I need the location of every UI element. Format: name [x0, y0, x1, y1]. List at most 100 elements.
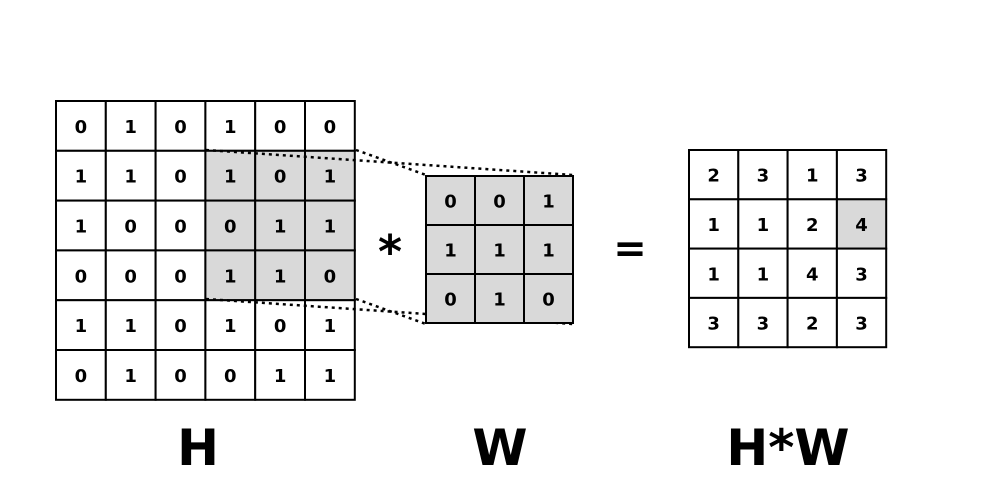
- input-cell-1-1: [104, 149, 157, 202]
- output-value-2-2: 4: [806, 264, 819, 285]
- input-cell-3-2: [154, 249, 207, 302]
- input-value-1-3: 1: [224, 167, 237, 188]
- input-value-4-0: 1: [75, 316, 88, 337]
- kernel-cell-2-2: [523, 273, 574, 324]
- input-cell-5-5: [304, 349, 356, 401]
- output-cell-2-3: [835, 247, 888, 299]
- kernel-matrix-label: W: [472, 419, 527, 477]
- kernel-cell-2-0: [425, 273, 476, 324]
- input-cell-3-0: [55, 249, 107, 302]
- output-value-1-3: 4: [855, 215, 868, 236]
- projection-line-top-inner: [355, 148, 427, 177]
- input-cell-2-4: [254, 199, 306, 252]
- input-value-5-5: 1: [324, 366, 337, 387]
- output-value-2-0: 1: [707, 264, 720, 285]
- input-value-1-0: 1: [75, 167, 88, 188]
- kernel-value-1-1: 1: [493, 241, 506, 262]
- output-cell-3-3: [835, 296, 888, 349]
- kernel-value-0-2: 1: [542, 192, 555, 213]
- output-value-3-2: 2: [806, 314, 819, 335]
- input-value-4-1: 1: [124, 316, 137, 337]
- input-value-1-5: 1: [324, 167, 337, 188]
- input-value-0-2: 0: [174, 117, 187, 138]
- convolution-operator: *: [378, 225, 402, 279]
- kernel-value-2-2: 0: [542, 290, 555, 311]
- input-value-1-2: 0: [174, 167, 187, 188]
- output-cell-1-1: [737, 198, 789, 250]
- input-cell-3-1: [104, 249, 157, 302]
- kernel-value-2-1: 1: [493, 290, 506, 311]
- output-cell-0-0: [688, 149, 740, 201]
- input-value-2-1: 0: [124, 217, 137, 238]
- output-value-0-1: 3: [757, 166, 770, 187]
- projection-line-bottom-inner: [355, 297, 427, 326]
- input-value-5-1: 1: [124, 366, 137, 387]
- output-value-3-1: 3: [757, 314, 770, 335]
- output-value-3-3: 3: [855, 314, 868, 335]
- input-value-3-0: 0: [75, 266, 88, 287]
- input-value-2-3: 0: [224, 217, 237, 238]
- kernel-value-1-2: 1: [542, 241, 555, 262]
- output-value-3-0: 3: [707, 314, 720, 335]
- input-value-4-2: 0: [174, 316, 187, 337]
- output-cell-2-1: [737, 247, 789, 299]
- input-cell-4-4: [254, 299, 306, 352]
- input-cell-3-5: [304, 249, 356, 302]
- output-value-0-0: 2: [707, 166, 720, 187]
- input-cell-1-3: [204, 149, 257, 202]
- output-cell-3-0: [688, 296, 740, 349]
- input-value-2-5: 1: [324, 217, 337, 238]
- input-value-3-2: 0: [174, 266, 187, 287]
- input-cell-5-0: [55, 349, 107, 401]
- input-matrix-label: H: [177, 419, 219, 477]
- output-value-0-2: 1: [806, 166, 819, 187]
- input-cell-3-4: [254, 249, 306, 302]
- input-cell-4-2: [154, 299, 207, 352]
- output-value-1-1: 1: [757, 215, 770, 236]
- input-value-2-4: 1: [274, 217, 287, 238]
- input-value-0-0: 0: [75, 117, 88, 138]
- input-value-3-1: 0: [124, 266, 137, 287]
- input-value-4-4: 0: [274, 316, 287, 337]
- output-cell-2-0: [688, 247, 740, 299]
- input-cell-2-3: [204, 199, 257, 252]
- kernel-value-0-1: 0: [493, 192, 506, 213]
- output-cell-0-2: [786, 149, 838, 201]
- output-cell-2-2: [786, 247, 838, 299]
- kernel-cell-0-2: [523, 175, 574, 226]
- input-cell-2-5: [304, 199, 356, 252]
- input-value-1-4: 0: [274, 167, 287, 188]
- output-value-1-0: 1: [707, 215, 720, 236]
- input-value-3-4: 1: [274, 266, 287, 287]
- output-cell-1-3: [835, 198, 888, 250]
- input-value-3-5: 0: [324, 266, 337, 287]
- input-value-0-1: 1: [124, 117, 137, 138]
- input-value-2-0: 1: [75, 217, 88, 238]
- input-cell-5-3: [204, 349, 257, 401]
- equals-operator: =: [613, 226, 647, 272]
- kernel-value-1-0: 1: [444, 241, 457, 262]
- input-cell-3-3: [204, 249, 257, 302]
- output-value-2-3: 3: [855, 264, 868, 285]
- input-value-3-3: 1: [224, 266, 237, 287]
- input-value-5-2: 0: [174, 366, 187, 387]
- input-cell-5-4: [254, 349, 306, 401]
- output-value-2-1: 1: [757, 264, 770, 285]
- output-matrix-label: H*W: [726, 419, 849, 477]
- input-value-5-0: 0: [75, 366, 88, 387]
- output-value-0-3: 3: [855, 166, 868, 187]
- kernel-cell-1-1: [474, 224, 525, 275]
- input-value-4-3: 1: [224, 316, 237, 337]
- input-value-4-5: 1: [324, 316, 337, 337]
- input-cell-0-5: [304, 100, 356, 152]
- projection-lines: [205, 148, 574, 326]
- input-value-0-4: 0: [274, 117, 287, 138]
- kernel-value-0-0: 0: [444, 192, 457, 213]
- kernel-value-2-0: 0: [444, 290, 457, 311]
- input-value-5-3: 0: [224, 366, 237, 387]
- input-value-5-4: 1: [274, 366, 287, 387]
- input-value-1-1: 1: [124, 167, 137, 188]
- output-value-1-2: 2: [806, 215, 819, 236]
